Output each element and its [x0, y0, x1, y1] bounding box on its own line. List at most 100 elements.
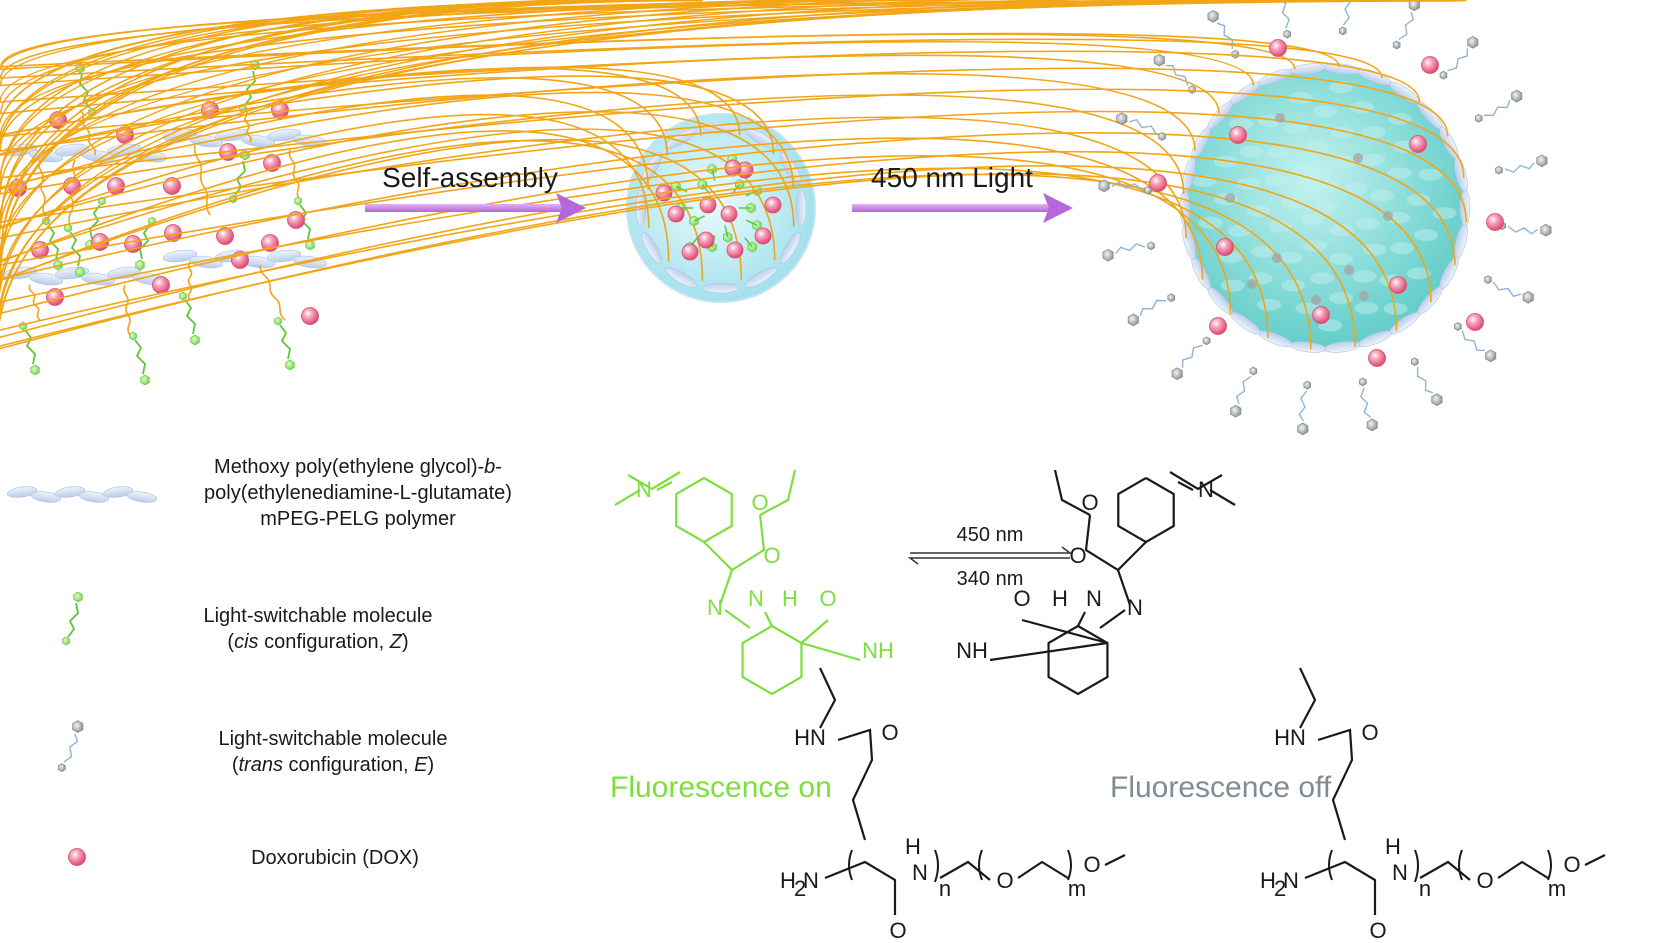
polymer-segment: [641, 231, 662, 265]
hydrazone-nitrogen: N: [748, 586, 764, 611]
trans-switch-node: [1167, 293, 1175, 303]
nme2-bond: [1209, 489, 1236, 506]
polymer-segment: [106, 266, 142, 280]
micelle-texture: [1369, 189, 1394, 202]
legend-cis-line1: Light-switchable molecule: [203, 605, 432, 627]
trans-switch-head: [1127, 313, 1139, 327]
backbone-amide-n: N: [1392, 860, 1408, 885]
polymer-segment: [30, 491, 62, 503]
backbone-carbonyl-oxygen: O: [889, 918, 906, 943]
spacer-chain: [28, 284, 41, 321]
bond: [989, 641, 1108, 662]
spacer-chain: [259, 264, 286, 321]
trans-switch-tail: [1115, 243, 1146, 254]
methoxy-bond: [1584, 854, 1606, 866]
micelle-texture: [1220, 279, 1245, 292]
trans-switch-node: [1158, 132, 1166, 141]
micelle-texture: [1329, 253, 1354, 265]
cis-switch-tail: [89, 204, 101, 240]
benzamide-ring: [741, 625, 803, 696]
micelle-texture: [1293, 164, 1318, 177]
repeat-bracket-right: [934, 849, 939, 883]
peg-bond: [939, 860, 991, 881]
backbone-carbonyl-oxygen: O: [1369, 918, 1386, 943]
terminal-amine-n: N: [803, 868, 819, 893]
dox-bead: [1269, 39, 1287, 57]
repeat-bracket-left: [1328, 849, 1333, 881]
reverse-wavelength-label: 340 nm: [957, 568, 1024, 590]
trans-switch-node: [1231, 49, 1239, 59]
ester-oxygen: O: [751, 490, 768, 515]
dox-bead: [68, 848, 86, 866]
spacer-chain: [193, 144, 211, 216]
polymer-segment: [266, 249, 302, 263]
cis-switch-tail: [134, 339, 146, 375]
dox-bead: [1229, 126, 1247, 144]
micelle-texture: [1361, 153, 1386, 166]
micelle-texture: [1418, 168, 1443, 181]
micelle-texture: [1343, 182, 1368, 195]
trans-switch-tail: [1128, 118, 1158, 135]
micelle-texture: [1266, 146, 1291, 159]
trans-switch-node: [58, 763, 66, 772]
hydrogen-atom: H: [1052, 586, 1068, 611]
trans-switch-tail: [1216, 22, 1234, 50]
dox-bead: [1209, 317, 1227, 335]
trans-switch-tail: [1235, 375, 1252, 405]
released-switch-molecule: [1383, 211, 1393, 221]
micelle-texture: [1387, 167, 1412, 180]
repeat-m-subscript: m: [1548, 876, 1566, 901]
peg-bond: [1497, 860, 1549, 879]
micelle-texture: [1309, 272, 1334, 285]
spacer-chain: [0, 0, 1340, 68]
repeat-n-subscript: n: [939, 876, 951, 901]
methoxy-oxygen: O: [1563, 852, 1580, 877]
polymer-segment: [6, 486, 38, 498]
micelle-texture: [1302, 240, 1327, 253]
cis-switch-tail: [711, 168, 716, 181]
micelle-texture: [1362, 243, 1387, 256]
cis-switch-head: [689, 215, 699, 227]
ethylene-bond: [1299, 667, 1317, 729]
trans-switch-node: [1392, 40, 1401, 50]
peg-bracket-right: [1067, 849, 1072, 881]
cis-switch-tail: [244, 70, 256, 106]
spacer-chain: [288, 149, 301, 201]
amide-nh: NH: [862, 638, 894, 663]
micelle-texture: [1251, 245, 1275, 258]
nme2-bond: [614, 489, 641, 506]
polymer-segment: [664, 267, 698, 288]
trans-switch-head: [1536, 154, 1548, 168]
polymer-segment: [54, 143, 90, 157]
cis-switch-head: [190, 334, 200, 346]
trans-switch-head: [1408, 0, 1420, 12]
trans-switch-node: [1495, 165, 1503, 175]
polymer-segment: [795, 189, 807, 227]
trans-switch-tail: [1461, 330, 1485, 352]
bond: [801, 641, 861, 662]
spacer-chain: [0, 0, 1312, 350]
dox-bead: [152, 276, 170, 294]
cis-switch-node: [274, 316, 282, 326]
peg-oxygen: O: [1476, 868, 1493, 893]
repeat-bracket-left: [848, 849, 853, 881]
micelle-texture: [1330, 224, 1354, 237]
dox-bead: [1389, 276, 1407, 294]
cis-switch-tail: [139, 224, 151, 260]
methoxy-oxygen: O: [1083, 852, 1100, 877]
equilibrium-arrows: [907, 546, 1073, 565]
peg-bracket-left: [1458, 849, 1463, 881]
terminal-amine: H: [780, 868, 796, 893]
cis-switch-head: [135, 259, 145, 271]
trans-switch-head: [1171, 367, 1183, 381]
trans-switch-head: [1366, 418, 1378, 432]
micelle-texture: [1355, 217, 1380, 230]
bond: [656, 481, 673, 491]
hydrazone-bond: [1116, 569, 1132, 606]
dox-bead: [1466, 313, 1484, 331]
legend-icons: [6, 486, 158, 866]
cis-switch-node: [64, 223, 72, 233]
trans-switch-head: [1207, 9, 1219, 23]
dox-bead: [1216, 238, 1234, 256]
trans-switch-tail: [63, 733, 79, 763]
